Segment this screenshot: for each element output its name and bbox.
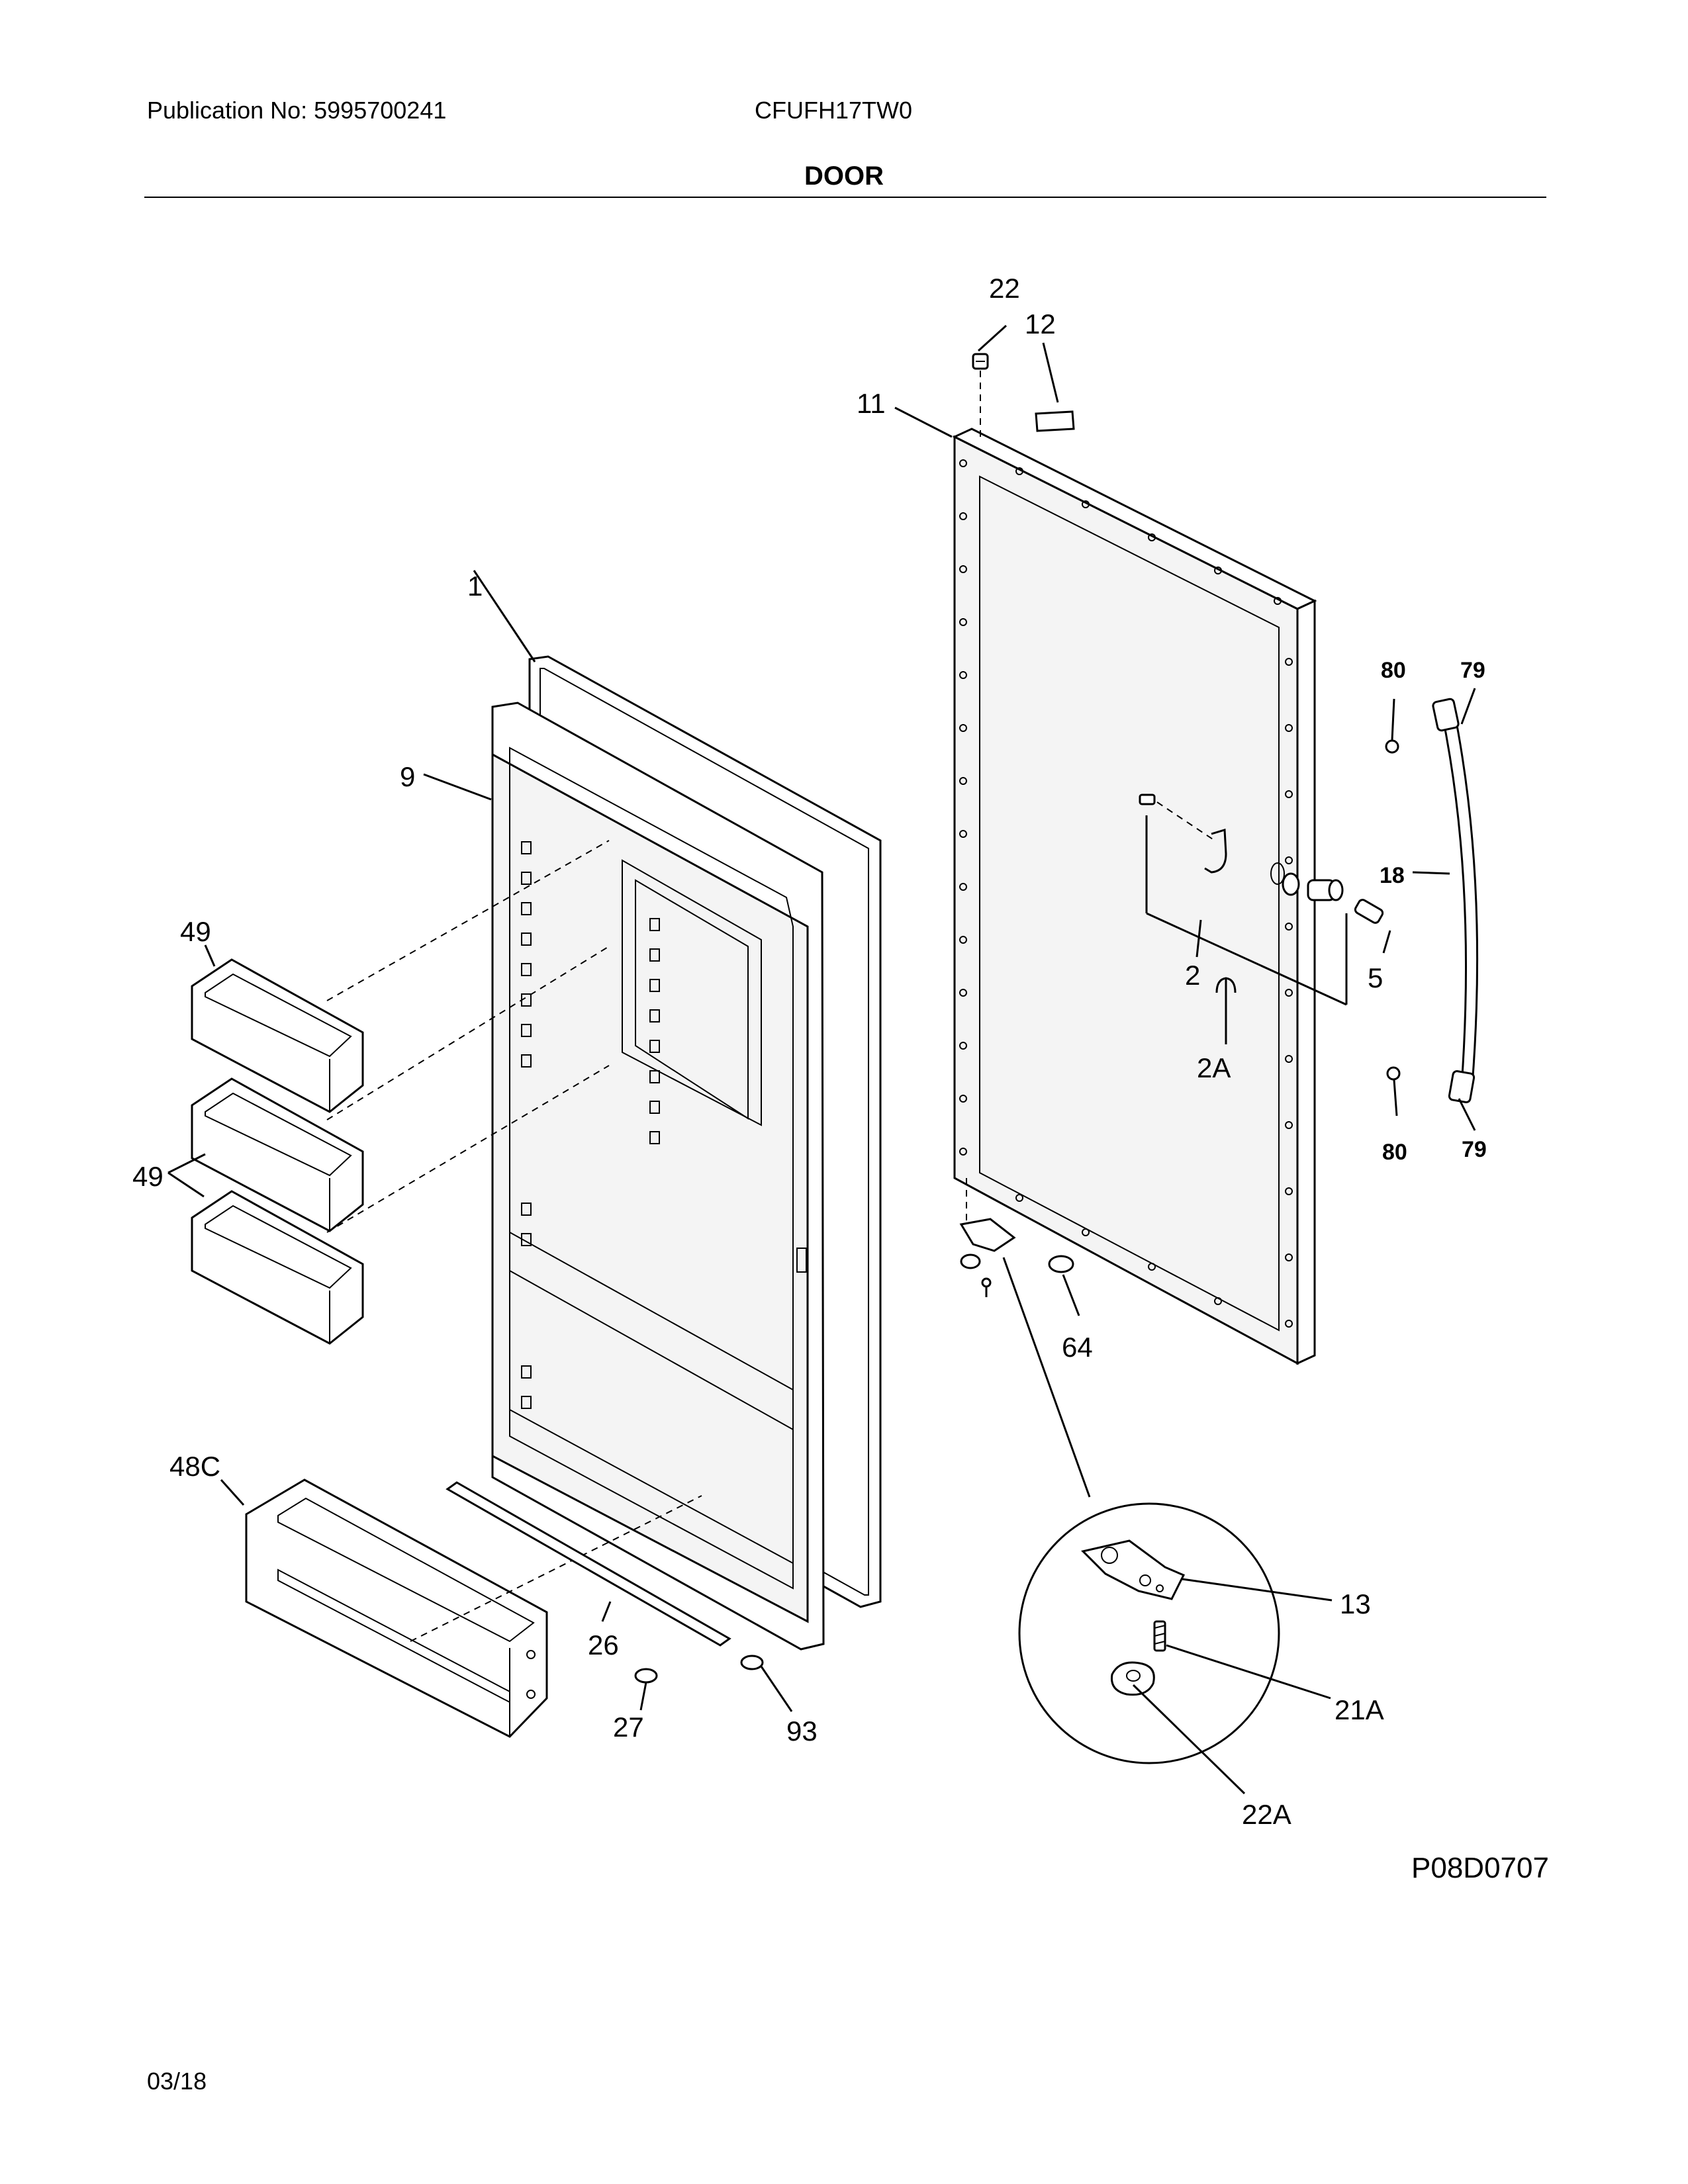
door-bin-large <box>245 1479 548 1738</box>
outer-door-panel <box>952 428 1317 1365</box>
door-bin-bottom <box>191 1190 364 1345</box>
callout-22A: 22A <box>1242 1799 1291 1830</box>
callout-79-top: 79 <box>1460 658 1485 683</box>
top-screw <box>972 353 989 370</box>
callout-1: 1 <box>467 570 483 602</box>
callout-93: 93 <box>786 1715 818 1747</box>
callout-64: 64 <box>1062 1332 1093 1363</box>
callout-12: 12 <box>1025 308 1056 340</box>
model-number: CFUFH17TW0 <box>755 97 913 124</box>
callout-5: 5 <box>1368 962 1383 993</box>
label-sticker <box>1035 410 1075 432</box>
callout-11: 11 <box>857 388 886 419</box>
door-bin-middle <box>191 1077 364 1232</box>
callout-26: 26 <box>588 1629 619 1661</box>
callout-79-bottom: 79 <box>1462 1137 1487 1162</box>
callout-13: 13 <box>1340 1588 1371 1619</box>
callout-22: 22 <box>989 273 1020 304</box>
callout-49-lower: 49 <box>132 1161 164 1192</box>
callout-21A: 21A <box>1335 1694 1384 1725</box>
inner-door-liner <box>491 702 825 1651</box>
callout-49-top: 49 <box>180 916 211 947</box>
callout-18: 18 <box>1380 863 1405 888</box>
lower-hinge-parts <box>959 1178 1091 1498</box>
section-title: DOOR <box>804 161 884 191</box>
door-bin-top <box>191 958 364 1113</box>
callout-48C: 48C <box>169 1451 220 1482</box>
callout-2A: 2A <box>1197 1052 1231 1083</box>
fastener-93 <box>740 1655 793 1712</box>
door-trim-strip <box>445 1481 731 1647</box>
callout-27: 27 <box>613 1711 644 1743</box>
hinge-detail-circle <box>1018 1502 1333 1795</box>
publication-date: 03/18 <box>147 2068 207 2095</box>
door-handle <box>1385 688 1479 1131</box>
callout-80-top: 80 <box>1381 658 1406 683</box>
publication-number: Publication No: 5995700241 <box>147 97 447 124</box>
callout-80-bottom: 80 <box>1382 1140 1407 1165</box>
callout-2: 2 <box>1185 960 1200 991</box>
header-rule <box>144 197 1546 198</box>
lock-assembly <box>1139 794 1391 1044</box>
callout-9: 9 <box>400 761 415 792</box>
fastener-27 <box>634 1668 658 1711</box>
diagram-code: P08D0707 <box>1411 1852 1549 1884</box>
